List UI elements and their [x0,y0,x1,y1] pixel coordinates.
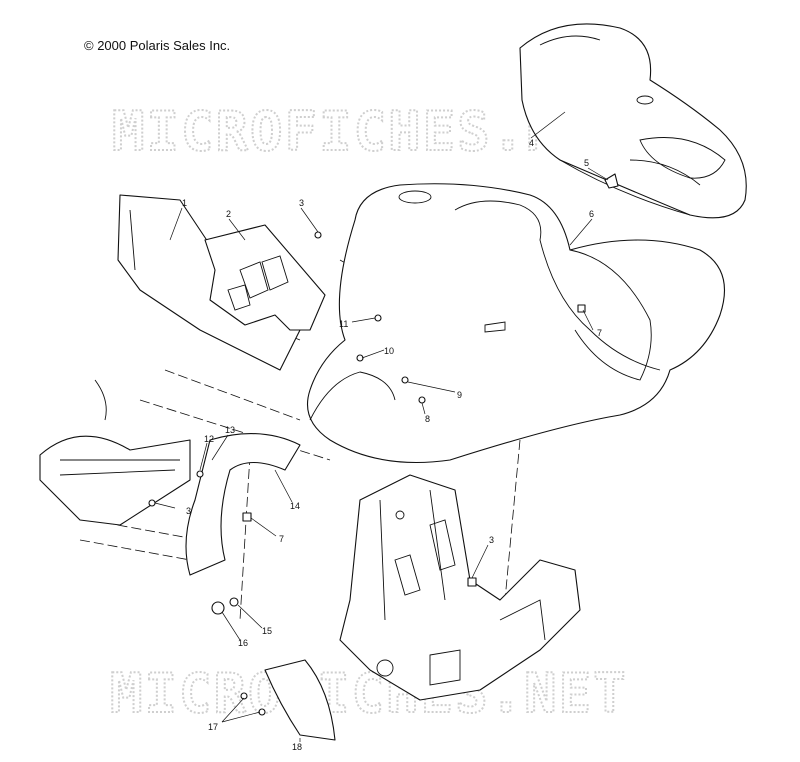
part-frame [339,474,581,701]
callouts: 1 2 3 3 3 4 5 6 7 7 7 8 9 10 11 12 13 14… [182,138,602,752]
part-rear-fender [306,183,726,464]
part-side-cover [204,224,326,331]
part-footwell [39,379,191,526]
copyright-notice: © 2000 Polaris Sales Inc. [84,38,231,53]
part-clip [604,173,619,189]
callout-3: 3 [186,506,191,516]
callout-2: 2 [226,209,231,219]
callout-11: 11 [339,319,348,329]
watermark-bottom: MICROFICHES.NET [110,662,628,725]
callout-10: 10 [384,346,394,356]
part-seat [519,23,747,219]
callout-6: 6 [589,209,594,219]
callout-4: 4 [529,138,534,148]
leader-lines [154,111,609,742]
callout-13: 13 [225,425,235,435]
callout-8: 8 [425,414,430,424]
callout-7: 7 [279,534,284,544]
callout-17: 17 [208,722,218,732]
callout-18: 18 [292,742,302,752]
part-side-panel [117,194,301,371]
callout-3: 3 [489,535,494,545]
callout-9: 9 [457,390,462,400]
part-guard [264,659,336,741]
callout-16: 16 [238,638,248,648]
callout-7: 7 [597,328,602,338]
callout-1: 1 [182,198,187,208]
callout-14: 14 [290,501,300,511]
callout-15: 15 [262,626,272,636]
callout-3: 3 [299,198,304,208]
callout-5: 5 [584,158,589,168]
callout-12: 12 [204,434,214,444]
part-mud-flap [185,433,301,576]
fasteners [148,231,586,716]
